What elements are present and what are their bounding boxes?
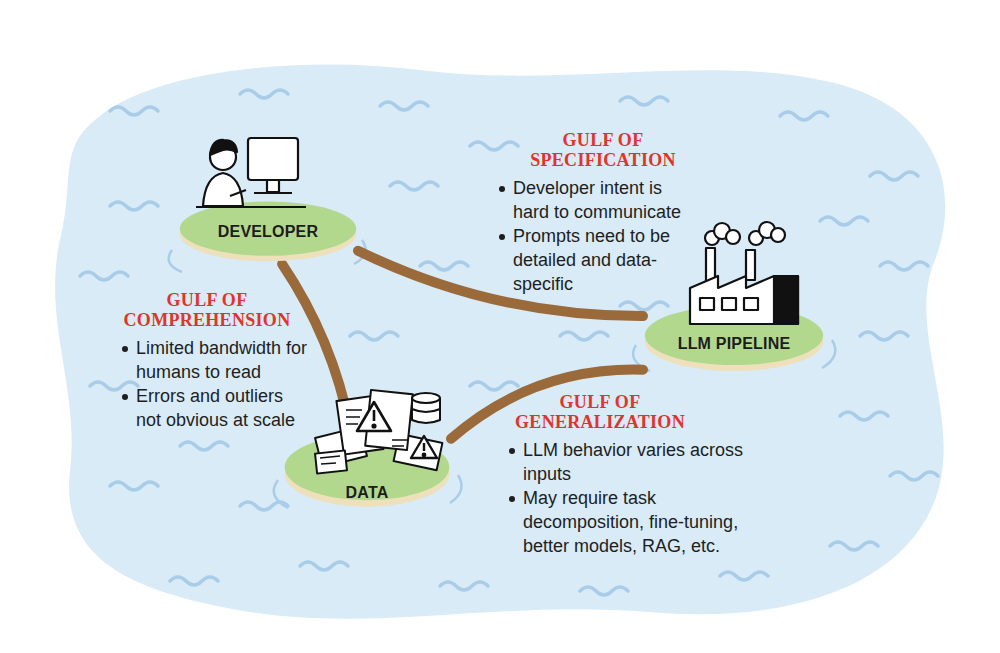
bullet-text: Limited bandwidth for humans to read	[136, 338, 307, 382]
bullet-text: Prompts need to be detailed and data-spe…	[513, 226, 670, 294]
bullet-text: May require task decomposition, fine-tun…	[523, 488, 738, 556]
gulf-group: GULF OF GENERALIZATION LLM behavior varie…	[505, 392, 777, 558]
bullet-dot	[499, 186, 505, 192]
data-illustration	[315, 390, 442, 474]
bullet-dot	[509, 496, 515, 502]
island-node: DEVELOPER	[178, 196, 358, 264]
bullet-text: LLM behavior varies across inputs	[523, 440, 743, 484]
bullet-item: Errors and outliers not obvious at scale	[118, 384, 308, 432]
island-label: DEVELOPER	[178, 223, 358, 241]
gulf-group: GULF OF COMPREHENSION Limited bandwidth f…	[118, 290, 308, 432]
bullet-dot	[122, 346, 128, 352]
water-blob	[55, 64, 945, 618]
bullet-item: Prompts need to be detailed and data-spe…	[495, 224, 700, 296]
gulf-heading: GULF OF GENERALIZATION	[513, 392, 688, 432]
island-label: LLM PIPELINE	[643, 335, 825, 353]
wave-marks	[80, 90, 938, 595]
gulf-heading: GULF OF COMPREHENSION	[120, 290, 295, 330]
factory-illustration	[690, 222, 798, 324]
island-ripples	[169, 240, 836, 508]
bullet-text: Errors and outliers not obvious at scale	[136, 386, 295, 430]
developer-illustration	[196, 138, 306, 207]
bullet-item: May require task decomposition, fine-tun…	[505, 486, 777, 558]
island-node: DATA	[283, 428, 451, 510]
bullet-item: Limited bandwidth for humans to read	[118, 336, 308, 384]
bullet-item: Developer intent is hard to communicate	[495, 176, 700, 224]
bullet-item: LLM behavior varies across inputs	[505, 438, 777, 486]
island-label: DATA	[283, 484, 451, 502]
gulf-heading: GULF OF SPECIFICATION	[516, 130, 691, 170]
bullet-dot	[509, 448, 515, 454]
bullet-dot	[122, 394, 128, 400]
island-node: LLM PIPELINE	[643, 300, 825, 374]
bullet-text: Developer intent is hard to communicate	[513, 178, 681, 222]
bullet-dot	[499, 234, 505, 240]
gulf-group: GULF OF SPECIFICATION Developer intent is…	[495, 130, 700, 296]
